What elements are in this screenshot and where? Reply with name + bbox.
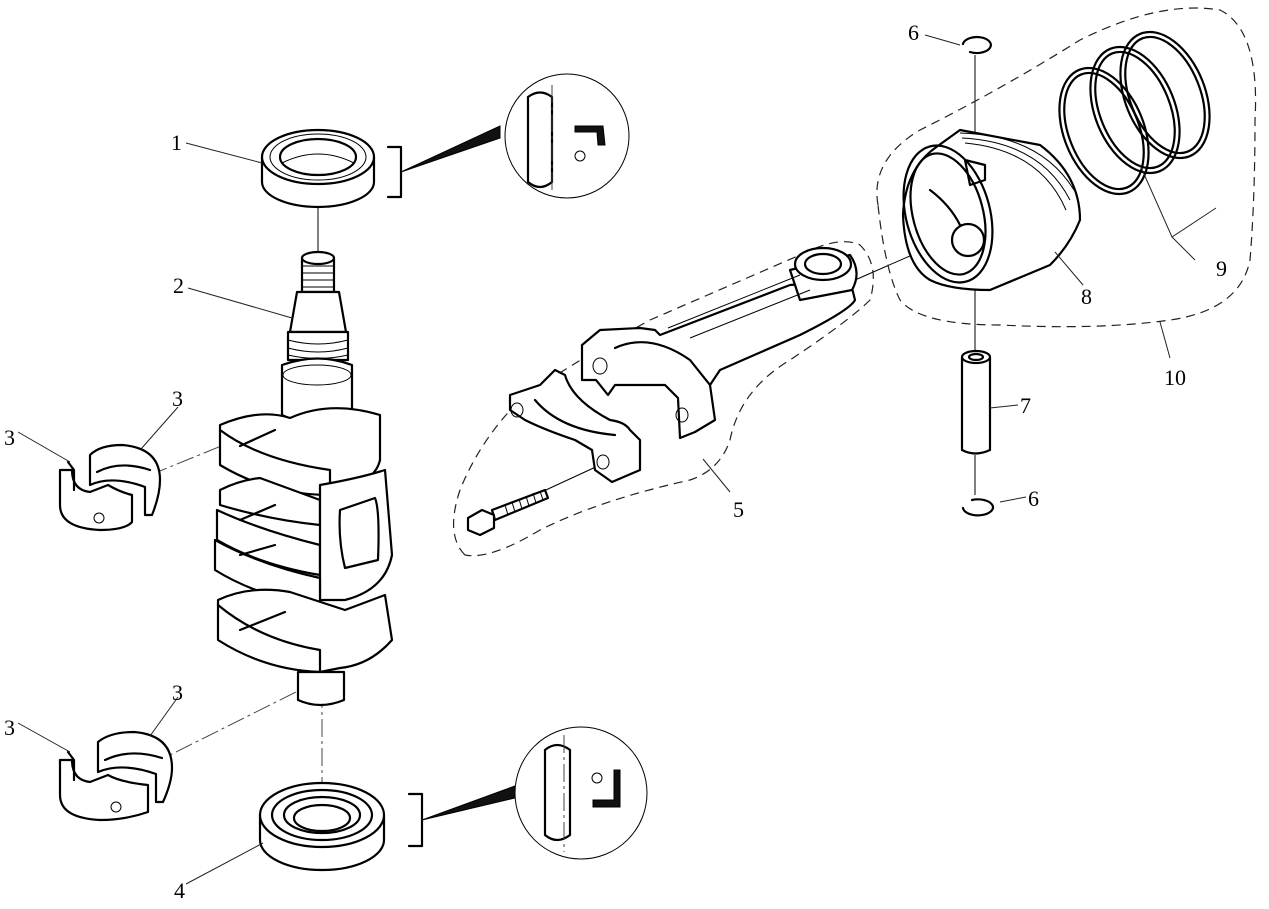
- callout-labels: 1 2 3 3 3 3 4 5 6 6 7 8 9 10: [4, 20, 1227, 903]
- callout-10: 10: [1164, 365, 1186, 390]
- callout-6-top: 6: [908, 20, 919, 45]
- main-bearing-upper-pair: [58, 443, 162, 532]
- piston-pin-clip-top: [961, 35, 992, 55]
- callout-3b: 3: [172, 386, 183, 411]
- piston-pin: [960, 349, 992, 455]
- callout-3a: 3: [4, 425, 15, 450]
- piston: [901, 128, 1082, 292]
- piston-ring-set: [1058, 30, 1211, 196]
- callout-6-bottom: 6: [1028, 486, 1039, 511]
- callout-8: 8: [1081, 284, 1092, 309]
- upper-seal-detail: [386, 73, 630, 199]
- piston-pin-clip-bottom: [961, 498, 994, 517]
- crankshaft: [213, 250, 394, 707]
- main-bearing-lower-pair: [58, 730, 174, 822]
- lower-seal-detail: [407, 726, 648, 860]
- callout-3c: 3: [4, 715, 15, 740]
- upper-oil-seal: [260, 128, 376, 209]
- callout-2: 2: [173, 273, 184, 298]
- connecting-rod-assembly: [452, 241, 874, 557]
- callout-5: 5: [733, 497, 744, 522]
- callout-1: 1: [171, 130, 182, 155]
- callout-3d: 3: [172, 680, 183, 705]
- leader-lines: [17, 34, 1217, 885]
- callout-4: 4: [174, 878, 185, 903]
- callout-9: 9: [1216, 256, 1227, 281]
- callout-7: 7: [1020, 393, 1031, 418]
- lower-oil-seal: [258, 781, 386, 872]
